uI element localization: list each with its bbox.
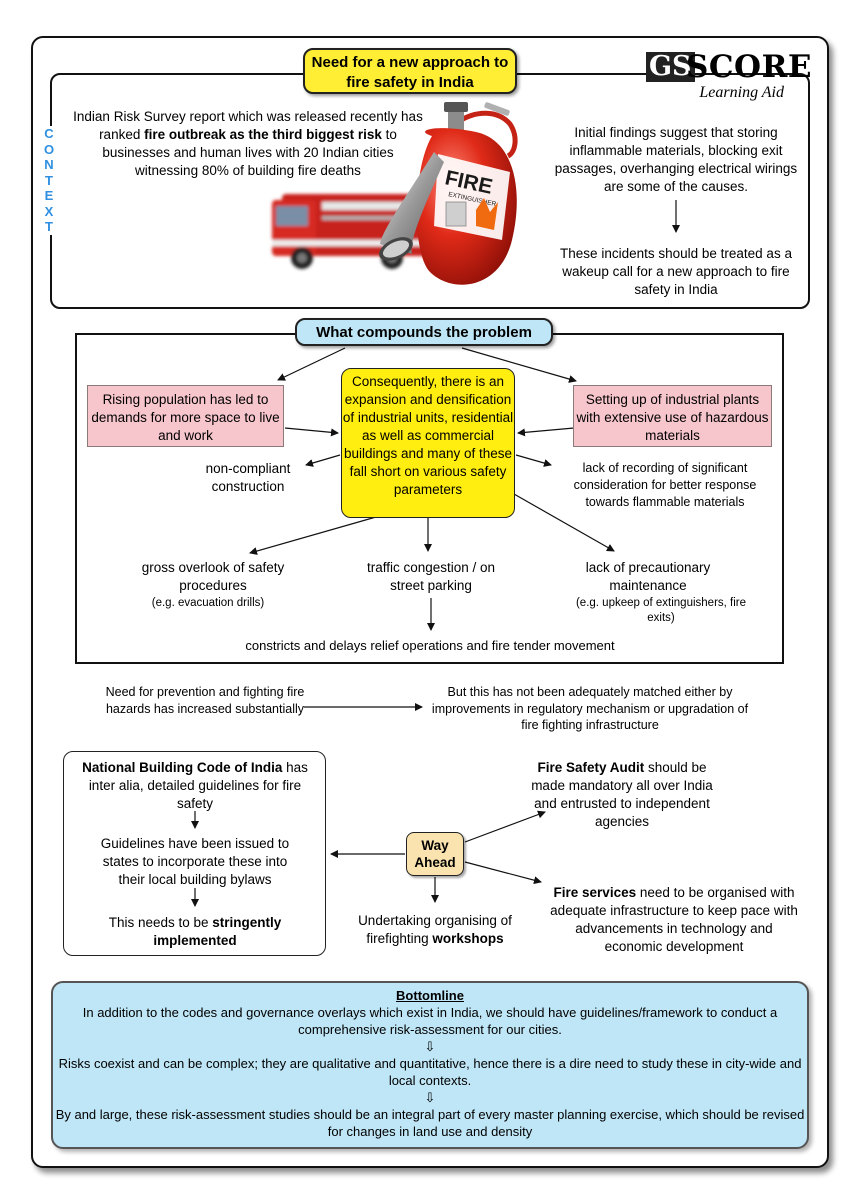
densification-box: Consequently, there is an expansion and …: [341, 368, 515, 518]
building-code-box: [63, 751, 326, 956]
fire-extinguisher-icon: FIRE EXTINGUISHER: [379, 102, 518, 285]
main-title: Need for a new approach to fire safety i…: [303, 48, 517, 94]
bottomline-paragraph-1: In addition to the codes and governance …: [82, 1005, 778, 1037]
problem-title: What compounds the problem: [295, 318, 553, 346]
context-letter: T: [45, 219, 53, 234]
not-matched-text: But this has not been adequately matched…: [431, 685, 749, 732]
gross-overlook-text: gross overlook of safety procedures: [141, 560, 285, 593]
logo-gs: GS: [646, 52, 695, 82]
context-letter: X: [44, 203, 54, 219]
traffic-text: traffic congestion / on street parking: [366, 560, 496, 593]
industrial-plants-box: Setting up of industrial plants with ext…: [573, 385, 772, 447]
context-letter: E: [44, 188, 54, 203]
lack-recording-text: lack of recording of significant conside…: [573, 461, 757, 509]
need-prevention-text: Need for prevention and fighting fire ha…: [105, 685, 305, 716]
guidelines-text: Guidelines have been issued to states to…: [100, 836, 290, 887]
gross-overlook-example: (e.g. evacuation drills): [151, 597, 265, 609]
lack-maintenance-text: lack of precautionary maintenance: [585, 560, 711, 593]
non-compliant-text: non-compliant construction: [205, 461, 291, 494]
bottomline-box: Bottomline In addition to the codes and …: [51, 981, 809, 1149]
bottomline-paragraph-2: Risks coexist and can be complex; they a…: [58, 1056, 802, 1088]
context-right-text-1: Initial findings suggest that storing in…: [554, 125, 798, 194]
down-arrow-icon: ⇩: [424, 1090, 436, 1105]
context-letter: C: [44, 126, 54, 141]
logo-tagline: Learning Aid: [699, 84, 784, 101]
context-right-text-2: These incidents should be treated as a w…: [560, 246, 792, 297]
context-letter: T: [45, 172, 53, 188]
logo-score: SCORE: [686, 49, 812, 85]
bottomline-title: Bottomline: [396, 988, 464, 1003]
fire-services-text: Fire services need to be organised with …: [550, 885, 798, 954]
context-letter: O: [43, 141, 55, 157]
lack-maintenance-example: (e.g. upkeep of extinguishers, fire exit…: [575, 597, 747, 624]
nbc-text: National Building Code of India has inte…: [82, 760, 308, 811]
constricts-text: constricts and delays relief operations …: [245, 638, 615, 653]
stringently-text: This needs to be stringently implemented: [108, 915, 282, 948]
rising-population-box: Rising population has led to demands for…: [87, 385, 284, 447]
gs-score-logo: GS SCORE Learning Aid: [646, 50, 812, 104]
down-arrow-icon: ⇩: [424, 1039, 436, 1054]
bottomline-paragraph-3: By and large, these risk-assessment stud…: [55, 1107, 805, 1139]
context-letter: N: [44, 157, 54, 172]
audit-text: Fire Safety Audit should be made mandato…: [531, 760, 713, 829]
context-left-text: Indian Risk Survey report which was rele…: [73, 109, 423, 178]
fire-illustration: FIRE EXTINGUISHER: [272, 102, 518, 285]
context-side-label: C O N T E X T: [41, 126, 57, 235]
workshops-text: Undertaking organising of firefighting w…: [358, 913, 512, 946]
